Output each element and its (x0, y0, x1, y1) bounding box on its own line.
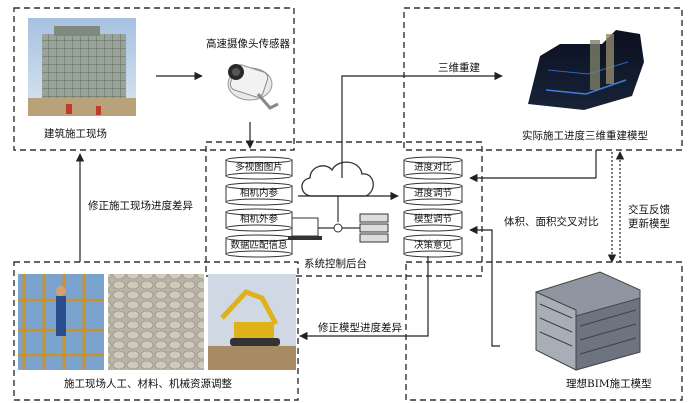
label-resources: 施工现场人工、材料、机械资源调整 (64, 378, 232, 390)
laptop-icon (288, 217, 322, 240)
dcyl-2 (403, 208, 463, 232)
label-reconstruction-model: 实际施工进度三维重建模型 (522, 130, 648, 142)
dcyl-1 (403, 182, 463, 206)
point-cloud-model (516, 18, 650, 124)
label-bim-model: 理想BIM施工模型 (566, 378, 652, 390)
data-cylinders (225, 156, 293, 258)
bim-group-box (405, 261, 683, 401)
data-item-3: 数据匹配信息 (230, 240, 288, 251)
cylinder-1 (225, 182, 293, 206)
dcyl-0 (403, 156, 463, 180)
decision-item-1: 进度调节 (413, 188, 452, 199)
site-group-box (13, 7, 295, 151)
edge-correct-model (299, 256, 429, 341)
edge-label-reconstruction: 三维重建 (438, 62, 480, 74)
edge-label-feedback-1: 交互反馈 (628, 204, 670, 216)
camera-icon (227, 64, 279, 110)
bim-building-model (535, 271, 641, 371)
edge-label-volume-compare: 体积、面积交叉对比 (504, 216, 599, 228)
dcyl-3 (403, 234, 463, 258)
label-control-backend: 系统控制后台 (304, 258, 367, 270)
resources-group-box (13, 261, 299, 401)
edge-label-feedback-2: 更新模型 (628, 218, 670, 230)
data-item-0: 多视图图片 (235, 162, 283, 173)
label-construction-site: 建筑施工现场 (44, 128, 107, 140)
data-item-1: 相机内参 (239, 188, 278, 199)
backend-group-box (205, 141, 483, 277)
network-icon (310, 196, 366, 233)
decision-cylinders (403, 156, 463, 258)
edge-label-correct-site: 修正施工现场进度差异 (88, 200, 193, 212)
server-icon (359, 213, 389, 243)
construction-site-photo (28, 18, 136, 116)
cylinder-0 (225, 156, 293, 180)
edge-label-correct-model: 修正模型进度差异 (318, 322, 402, 334)
edge-bim-to-compare (469, 225, 500, 347)
cylinder-3 (225, 234, 293, 258)
decision-item-0: 进度对比 (413, 162, 452, 173)
resources-photos (18, 274, 296, 370)
decision-item-3: 决策意见 (413, 240, 452, 251)
decision-item-2: 模型调节 (413, 214, 452, 225)
connectors (75, 71, 625, 347)
label-camera: 高速摄像头传感器 (206, 38, 290, 50)
edge-reconstruction (341, 71, 503, 178)
data-item-2: 相机外参 (239, 214, 278, 225)
cloud-icon (301, 161, 374, 197)
